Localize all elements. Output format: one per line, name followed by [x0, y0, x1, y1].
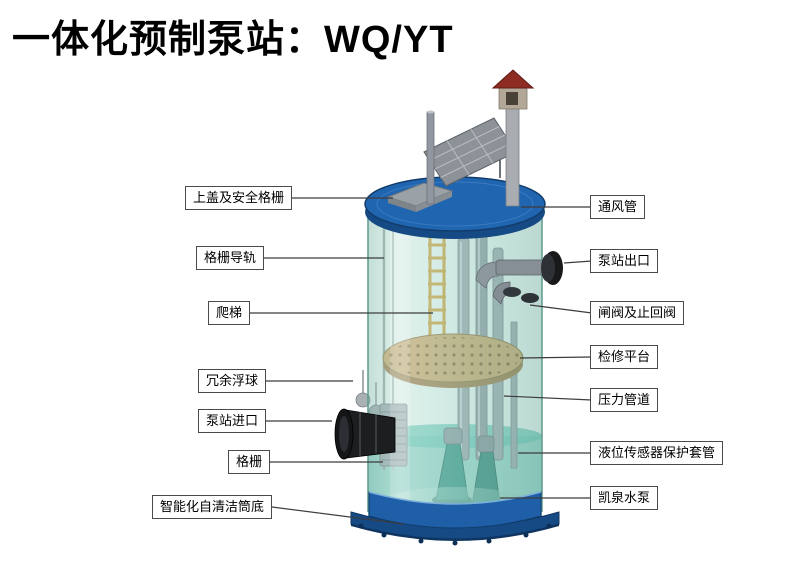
- inlet-pipe: [334, 408, 396, 460]
- outlet-pipe: [475, 251, 563, 305]
- vent-pipe: [491, 69, 535, 207]
- label-pump-outlet: 泵站出口: [590, 249, 659, 273]
- label-redundant-float: 冗余浮球: [198, 369, 267, 393]
- valve-wheel: [521, 293, 539, 303]
- label-pump-inlet: 泵站进口: [198, 409, 267, 433]
- label-pressure-pipe: 压力管道: [590, 388, 659, 412]
- label-level-sensor-sleeve: 液位传感器保护套管: [590, 441, 724, 465]
- valve-wheel: [503, 287, 521, 297]
- label-grille: 格栅: [228, 450, 271, 474]
- tank-body: [367, 206, 543, 537]
- base-flange: [350, 491, 560, 546]
- roof-equipment: [386, 69, 535, 212]
- label-grille-guide-rail: 格栅导轨: [196, 246, 265, 270]
- label-gate-check-valve: 闸阀及止回阀: [590, 301, 685, 325]
- label-top-cover-safety-grille: 上盖及安全格栅: [185, 186, 293, 210]
- solar-panel: [423, 117, 517, 187]
- label-service-platform: 检修平台: [590, 345, 659, 369]
- label-self-cleaning-bottom: 智能化自清洁筒底: [152, 495, 273, 519]
- roof-pipe: [426, 110, 435, 205]
- label-ladder: 爬梯: [208, 301, 251, 325]
- label-vent-pipe: 通风管: [590, 195, 646, 219]
- label-kaiquan-pump: 凯泉水泵: [590, 486, 659, 510]
- page-title: 一体化预制泵站：WQ/YT: [12, 19, 454, 61]
